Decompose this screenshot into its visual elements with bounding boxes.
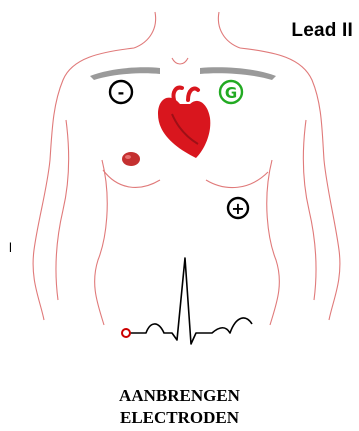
clavicle-right [200, 67, 276, 80]
torso-side-left [95, 160, 108, 325]
caption-line-1: AANBRENGEN [0, 385, 359, 407]
electrode-positive: + [228, 198, 248, 218]
heart-vessels [173, 88, 198, 100]
torso-diagram: - G + [0, 0, 359, 380]
electrode-negative: - [110, 81, 132, 103]
neck-left [134, 12, 156, 48]
inner-arm-right [303, 120, 316, 300]
chest-contour-left [103, 170, 160, 187]
chest-contour-right [206, 172, 268, 188]
neck-right [218, 12, 240, 48]
torso-side-right [267, 160, 280, 325]
heart-body [158, 98, 210, 158]
shoulder-right [240, 48, 340, 320]
stomach-blob-highlight [125, 155, 131, 159]
electrode-ground-symbol: G [225, 84, 237, 102]
heart-illustration [158, 88, 210, 158]
ecg-trace [122, 258, 252, 344]
caption-line-2: ELECTRODEN [0, 407, 359, 429]
stray-mark: l [9, 240, 12, 255]
electrode-positive-symbol: + [231, 199, 244, 218]
inner-arm-left [56, 120, 69, 300]
stomach-blob [122, 152, 140, 166]
electrode-negative-symbol: - [118, 83, 125, 102]
sternal-notch [172, 58, 188, 64]
ecg-waveform [130, 258, 252, 344]
ecg-start-marker [122, 329, 130, 337]
electrode-ground: G [220, 81, 242, 103]
lead-label: Lead II [291, 20, 353, 42]
clavicles [90, 67, 276, 80]
clavicle-left [90, 67, 160, 80]
